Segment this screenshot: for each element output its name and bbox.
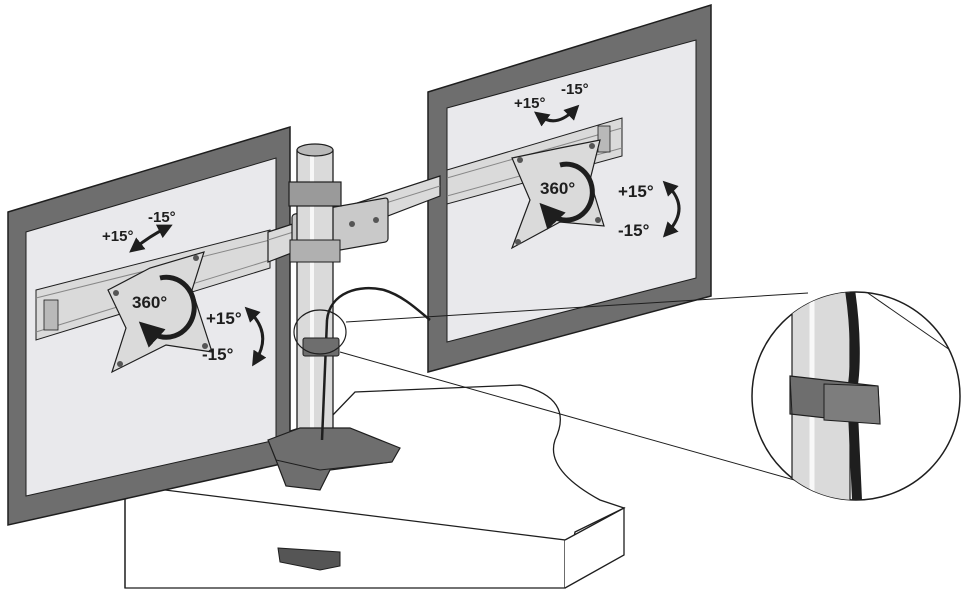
left-swivel-pos-label: +15° (206, 309, 242, 328)
pole (288, 143, 342, 441)
cable-clip-icon (302, 337, 340, 357)
right-swivel-neg-label: -15° (618, 221, 650, 240)
cable (293, 286, 431, 441)
left-tilt-arrow-icon (129, 224, 173, 253)
left-vesa-plate (107, 251, 213, 374)
zoom-detail (751, 291, 961, 501)
right-rotate-label: 360° (540, 179, 575, 198)
right-tilt-arrow-icon (533, 104, 580, 127)
left-tilt-pos-label: +15° (102, 228, 133, 245)
right-tilt-pos-label: +15° (514, 95, 545, 112)
right-swivel-pos-label: +15° (618, 182, 654, 201)
right-rotate-arrow-icon (539, 161, 595, 230)
callout-line-top (345, 292, 809, 323)
left-monitor: 360° +15° -15° +15° -15° (7, 125, 291, 526)
callout-line-bottom (339, 351, 806, 484)
desk (124, 384, 626, 589)
left-tilt-neg-label: -15° (148, 209, 176, 226)
stand-base (267, 427, 401, 491)
right-tilt-neg-label: -15° (561, 81, 589, 98)
right-monitor: 360° +15° -15° +15° -15° (427, 3, 712, 373)
right-swivel-arrow-icon (662, 180, 681, 238)
left-swivel-arrow-icon (244, 306, 267, 367)
left-rotate-arrow-icon (138, 274, 197, 348)
callout-source-ring (293, 309, 347, 355)
zoom-cable-clip-icon (789, 375, 881, 425)
left-swivel-neg-label: -15° (202, 345, 234, 364)
left-rotate-label: 360° (132, 293, 167, 312)
